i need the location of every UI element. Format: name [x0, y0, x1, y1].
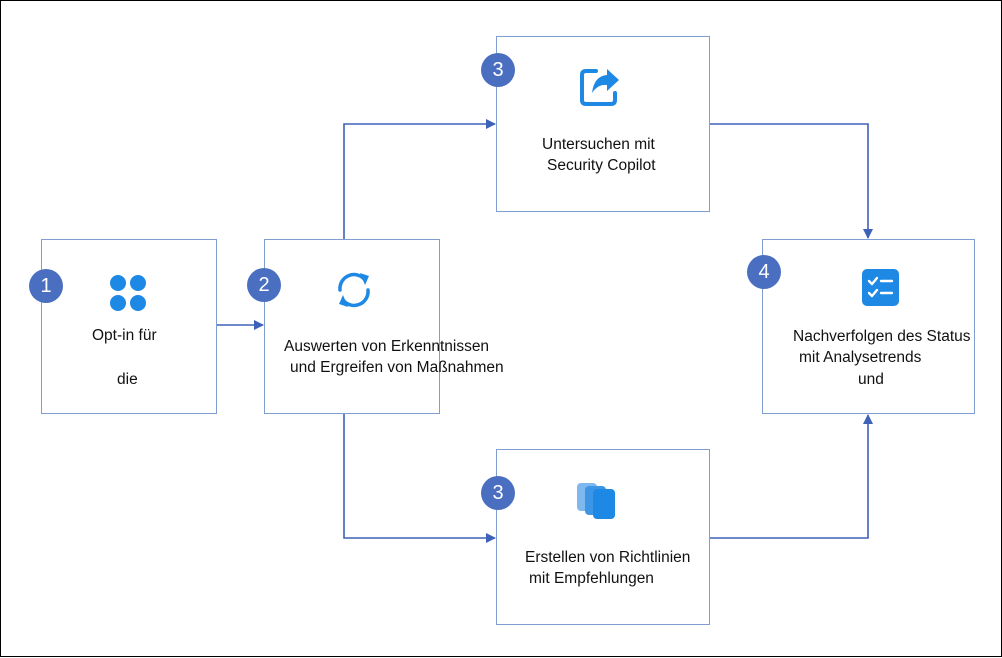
- step-4-label-line-3: und: [858, 371, 884, 388]
- step-1-number-badge: 1: [29, 269, 63, 303]
- step-2-box: [264, 239, 440, 414]
- refresh-cycle-icon: [334, 268, 374, 317]
- arrow-policies-to-track: [709, 414, 873, 539]
- arrow-step2-to-investigate: [343, 119, 496, 239]
- step-4-number-badge: 4: [747, 255, 781, 289]
- checklist-icon: [862, 269, 899, 311]
- step-1-label-line-1: Opt-in für: [92, 327, 157, 344]
- step-2-label-line-1: Auswerten von Erkenntnissen: [284, 338, 490, 355]
- share-forward-icon: [579, 67, 621, 112]
- step-3-investigate-label-line-1: Untersuchen mit: [542, 136, 655, 153]
- step-3-policies-number-badge: 3: [481, 476, 515, 510]
- step-3-investigate-number-badge: 3: [481, 53, 515, 87]
- step-3-investigate-box: [496, 36, 710, 212]
- step-3-policies-label-line-2: mit Empfehlungen: [529, 570, 654, 587]
- step-1-label-line-2: die: [117, 371, 138, 388]
- step-2-label-line-2: und Ergreifen von Maßnahmen: [290, 359, 504, 376]
- step-3-investigate-label-line-2: Security Copilot: [547, 157, 656, 174]
- step-4-label-line-2: mit Analysetrends: [799, 349, 922, 366]
- step-4-box: [762, 239, 975, 414]
- apps-grid-icon: [109, 274, 147, 317]
- step-3-policies-box: [496, 449, 710, 625]
- step-1-box: [41, 239, 217, 414]
- step-3-policies-label-line-1: Erstellen von Richtlinien: [525, 549, 691, 566]
- step-4-label-line-1: Nachverfolgen des Status: [793, 328, 971, 345]
- step-2-number-badge: 2: [247, 268, 281, 302]
- arrow-step2-to-policies: [343, 413, 496, 543]
- stacked-layers-icon: [576, 481, 618, 526]
- arrow-investigate-to-track: [709, 123, 873, 239]
